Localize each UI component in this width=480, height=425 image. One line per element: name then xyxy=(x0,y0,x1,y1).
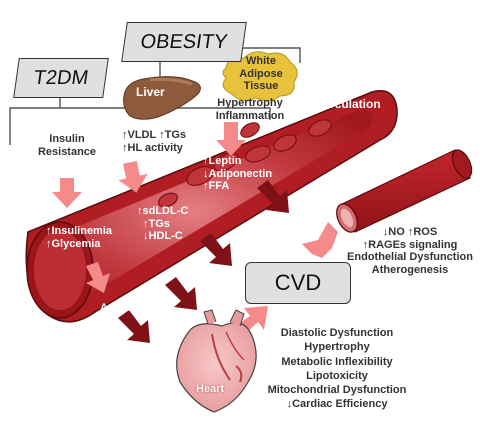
arrow-t2dm-to-circulation xyxy=(52,178,82,208)
no-ros-label: NO ROS xyxy=(340,226,480,239)
heart-effect-efficiency: Cardiac Efficiency xyxy=(262,397,412,411)
adipose-label-line3: Tissue xyxy=(243,80,279,93)
heart-effect-mitochondrial: Mitochondrial Dysfunction xyxy=(267,384,407,397)
heart-effects: Diastolic Dysfunction Hypertrophy Metabo… xyxy=(262,326,412,412)
liver-label: Liver xyxy=(136,85,165,99)
circulation-tgs-label: TGs xyxy=(137,218,188,231)
endothelial-dysfunction-label: Endothelial Dysfunction xyxy=(347,251,473,264)
adipose-label-line1: White xyxy=(246,55,276,67)
liver-icon xyxy=(123,76,201,120)
pink-arrows xyxy=(52,122,338,340)
arrow-ages xyxy=(86,262,110,293)
glycemia-label: Glycemia xyxy=(46,238,112,251)
liver-effect-vldl-tgs: VLDL TGs xyxy=(122,129,186,142)
adipose-effect-inflammation: Inflammation xyxy=(215,109,285,122)
lipid-labels: sdLDL-C TGs HDL-C xyxy=(137,205,188,243)
dark-arrow-3 xyxy=(165,277,197,310)
dark-arrows xyxy=(118,180,289,343)
vasculature-vessel xyxy=(336,149,473,233)
arrow-adipose-to-circulation xyxy=(216,122,246,156)
t2dm-box: T2DM xyxy=(13,58,109,98)
liver-effects: VLDL TGs HL activity xyxy=(122,129,186,154)
leptin-label: Leptin xyxy=(203,155,272,168)
dark-arrow-2 xyxy=(200,233,232,266)
glucose-labels: Insulinemia Glycemia xyxy=(46,225,112,250)
vessel-opening-inner xyxy=(34,230,86,310)
heart-effect-diastolic: Diastolic Dysfunction xyxy=(280,327,394,339)
heart-label: Heart xyxy=(196,383,225,395)
insulinemia-label: Insulinemia xyxy=(46,225,112,238)
blood-cells xyxy=(157,119,332,208)
adipose-effect-hypertrophy: Hypertrophy xyxy=(217,97,283,109)
heart-effect-metabolic: Metabolic Inflexibility xyxy=(281,355,393,368)
insulin-resistance-line1: Insulin xyxy=(49,133,85,145)
circulation-label: Circulation xyxy=(318,97,381,111)
adipose-tissue-icon xyxy=(222,51,298,102)
ffa-label: FFA xyxy=(203,180,272,193)
arrow-vasculature-to-cvd xyxy=(302,222,338,258)
insulin-resistance-label: Insulin Resistance xyxy=(26,133,108,158)
vasculature-effects: NO ROS RAGEs signaling Endothelial Dysfu… xyxy=(340,226,480,277)
adipose-effects: Hypertrophy Inflammation xyxy=(202,97,298,122)
adipose-label-line2: Adipose xyxy=(239,67,283,80)
insulin-resistance-line2: Resistance xyxy=(37,145,97,158)
adipokine-labels: Leptin Adiponectin FFA xyxy=(203,155,272,193)
dark-arrow-4 xyxy=(118,310,150,343)
sdldl-label: sdLDL-C xyxy=(137,205,188,218)
heart-icon xyxy=(176,309,257,413)
liver-effect-hl: HL activity xyxy=(122,142,186,155)
vessel-lumen xyxy=(48,109,372,295)
arrow-liver-to-circulation xyxy=(118,160,148,193)
atherogenesis-label: Atherogenesis xyxy=(371,263,449,276)
dark-arrow-1 xyxy=(257,180,289,213)
heart-effect-hypertrophy: Hypertrophy xyxy=(304,341,370,354)
cvd-box: CVD xyxy=(245,262,351,304)
rages-label: RAGEs signaling xyxy=(340,239,480,252)
heart-effect-lipotoxicity: Lipotoxicity xyxy=(306,369,368,382)
adipose-label: White Adipose Tissue xyxy=(228,55,294,93)
ages-label: AGEs xyxy=(100,302,130,314)
liver-highlight xyxy=(149,78,193,86)
hdl-label: HDL-C xyxy=(137,230,188,243)
adiponectin-label: Adiponectin xyxy=(203,168,272,181)
